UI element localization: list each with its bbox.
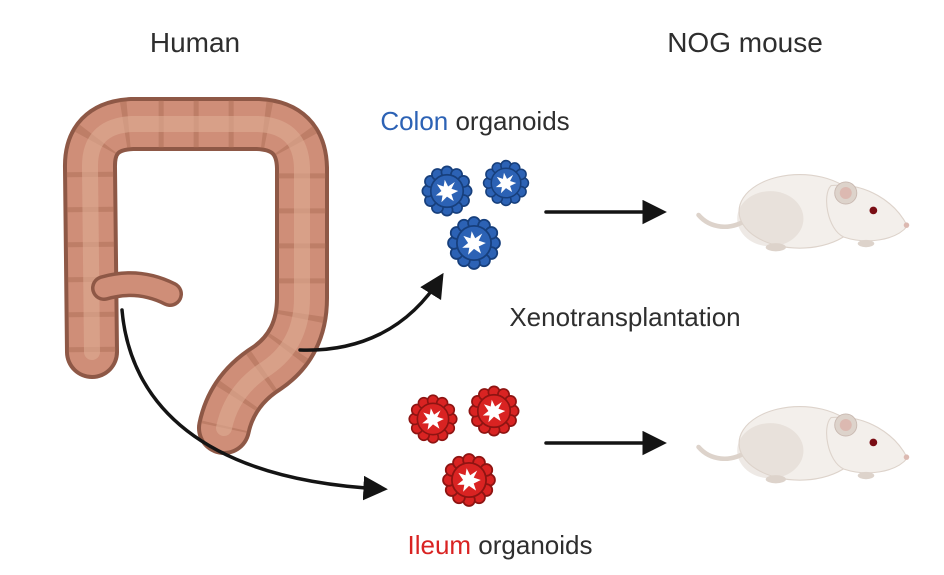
- human-intestine-illustration: [63, 97, 329, 455]
- arrow-ileum-to-organoids: [120, 308, 388, 501]
- arrow-colon-to-organoids: [298, 272, 444, 352]
- colon-organoid-icon: [447, 216, 501, 270]
- colon-organoid-icon: [421, 165, 473, 217]
- colon-organoids-word: organoids: [448, 106, 570, 136]
- xenotransplantation-label: Xenotransplantation: [445, 302, 805, 333]
- colon-organoid-icon: [482, 159, 530, 207]
- colon-organoid-cluster: [421, 159, 530, 270]
- ileum-organoid-icon: [408, 394, 458, 444]
- xenotransplantation-text: Xenotransplantation: [509, 302, 741, 332]
- colon-organoids-label: Colon organoids: [330, 106, 620, 137]
- human-label-text: Human: [149, 27, 241, 58]
- nog-mouse-bottom-illustration: [699, 407, 910, 484]
- ileum-organoids-word: organoids: [471, 530, 593, 560]
- nog-mouse-top-illustration: [699, 175, 910, 252]
- ileum-word: Ileum: [407, 530, 472, 560]
- nog-mouse-label: NOG mouse: [585, 26, 905, 60]
- colon-word: Colon: [380, 106, 449, 136]
- ileum-organoid-cluster: [408, 385, 520, 507]
- nog-mouse-label-text: NOG mouse: [667, 27, 823, 58]
- ileum-organoid-icon: [442, 453, 496, 507]
- ileum-organoid-icon: [468, 385, 520, 437]
- terminal-ileum-illustration: [91, 271, 183, 307]
- ileum-organoids-label: Ileum organoids: [350, 530, 650, 561]
- human-label: Human: [95, 26, 295, 60]
